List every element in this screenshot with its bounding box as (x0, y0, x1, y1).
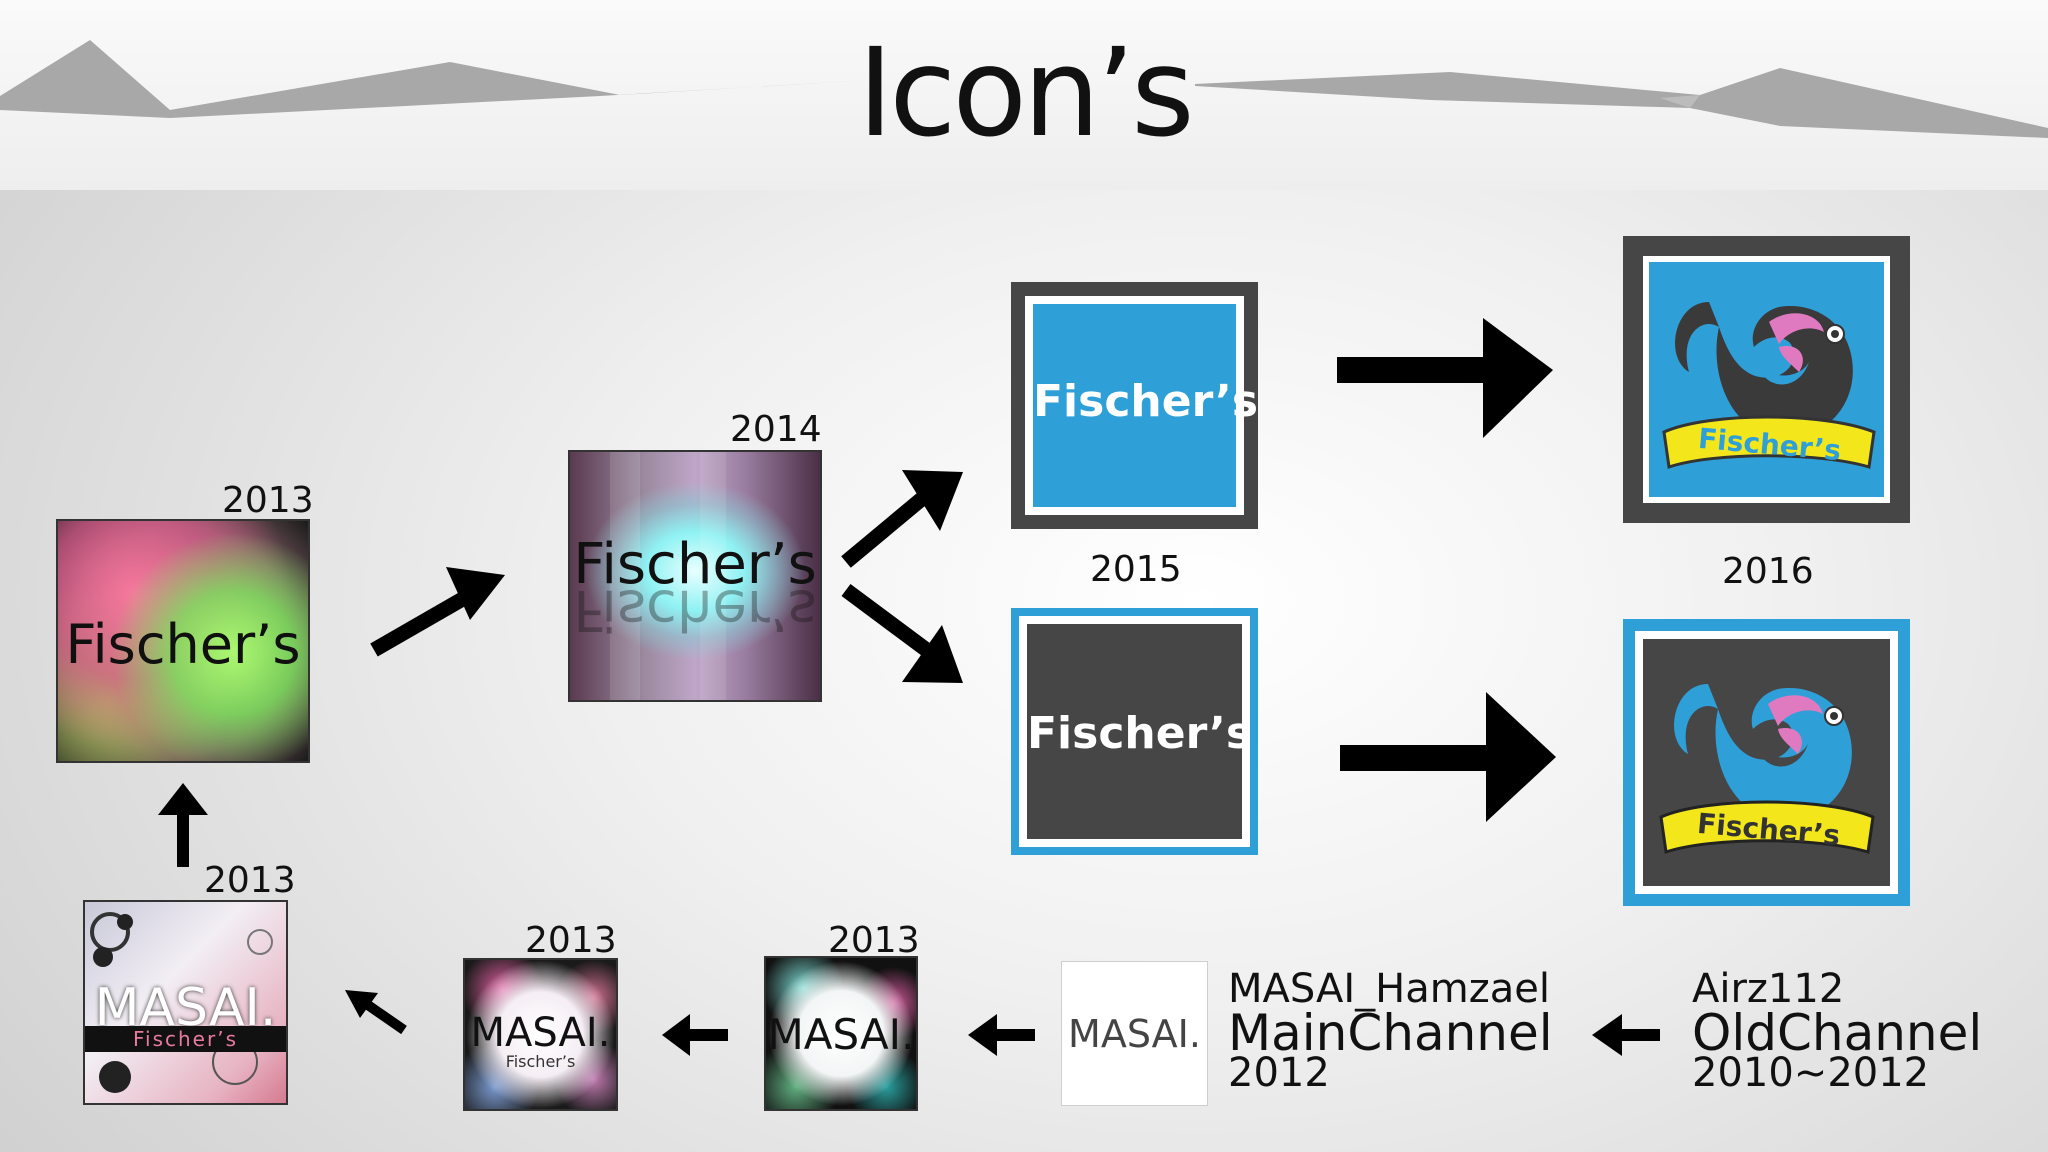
fish-mascot-icon: Fischer’s (1662, 302, 1876, 469)
icon-2013-masai-circles-title: MASAI. (470, 1010, 611, 1056)
fish-mascot-icon: Fischer’s (1659, 684, 1875, 854)
old-channel-name: Airz112 (1692, 966, 1845, 1012)
icon-2016-dark-frame: Fischer’s (1623, 236, 1910, 523)
year-label-2015: 2015 (1090, 549, 1182, 590)
old-channel-years: 2010~2012 (1692, 1050, 1930, 1096)
icon-2015-dark-fill: Fischer’s (1027, 624, 1253, 839)
icon-2016-blue-frame-fill: Fischer’s (1643, 639, 1890, 886)
icon-2014-cyan: Fischer’s Fischer’s (568, 450, 822, 702)
year-label-2013: 2013 (222, 480, 314, 521)
icon-2015-blue-text: Fischer’s (1033, 376, 1258, 427)
icon-2014-stripe (610, 452, 640, 700)
icon-2012-masai-white-title: MASAI. (1068, 1012, 1201, 1056)
icon-2013-masai-circles: MASAI. Fischer’s (463, 958, 618, 1111)
icon-2016-dark-frame-fill: Fischer’s (1649, 262, 1884, 497)
icon-2013-masai-circles2-title: MASAI. (767, 1010, 915, 1059)
icon-2013-masai-floral-band (85, 1026, 286, 1052)
icon-2013-masai-floral: MASAI. Fischer’s (83, 900, 288, 1105)
icon-2016-blue-frame: Fischer’s (1623, 619, 1910, 906)
icon-2014-cyan-reflection: Fischer’s (573, 577, 817, 642)
year-label-2014: 2014 (730, 409, 822, 450)
icon-2013-masai-floral-sub: Fischer’s (132, 1027, 238, 1051)
icon-2013-gradient-text: Fischer’s (65, 613, 301, 676)
icon-2015-dark: Fischer’s (1011, 608, 1258, 855)
main-channel-years: 2012 (1228, 1050, 1330, 1096)
main-channel-label: MainChannel (1228, 1004, 1553, 1062)
icon-2015-blue-fill: Fischer’s (1033, 304, 1258, 507)
header-band: Icon’s (0, 0, 2048, 190)
icon-2015-blue: Fischer’s (1011, 282, 1258, 529)
floral-swirl-icon (90, 912, 273, 1093)
old-channel-label: OldChannel (1692, 1004, 1983, 1062)
icon-2015-dark-text: Fischer’s (1027, 708, 1253, 759)
icon-2013-gradient: Fischer’s (56, 519, 310, 763)
icon-2013-masai-circles-sub: Fischer’s (505, 1052, 576, 1071)
year-label-2013: 2013 (204, 860, 296, 901)
header-mountains (0, 40, 2048, 138)
icon-2014-cyan-text: Fischer’s (573, 532, 817, 597)
icon-2012-masai-white: MASAI. (1061, 961, 1208, 1106)
year-label-2016: 2016 (1722, 551, 1814, 592)
year-label-2013: 2013 (525, 920, 617, 961)
page-title: Icon’s (857, 22, 1194, 164)
year-label-2013: 2013 (828, 920, 920, 961)
icon-2014-stripe (700, 452, 726, 700)
icon-2013-masai-circles2: MASAI. (764, 956, 918, 1111)
main-channel-name: MASAI_Hamzael (1228, 966, 1550, 1012)
